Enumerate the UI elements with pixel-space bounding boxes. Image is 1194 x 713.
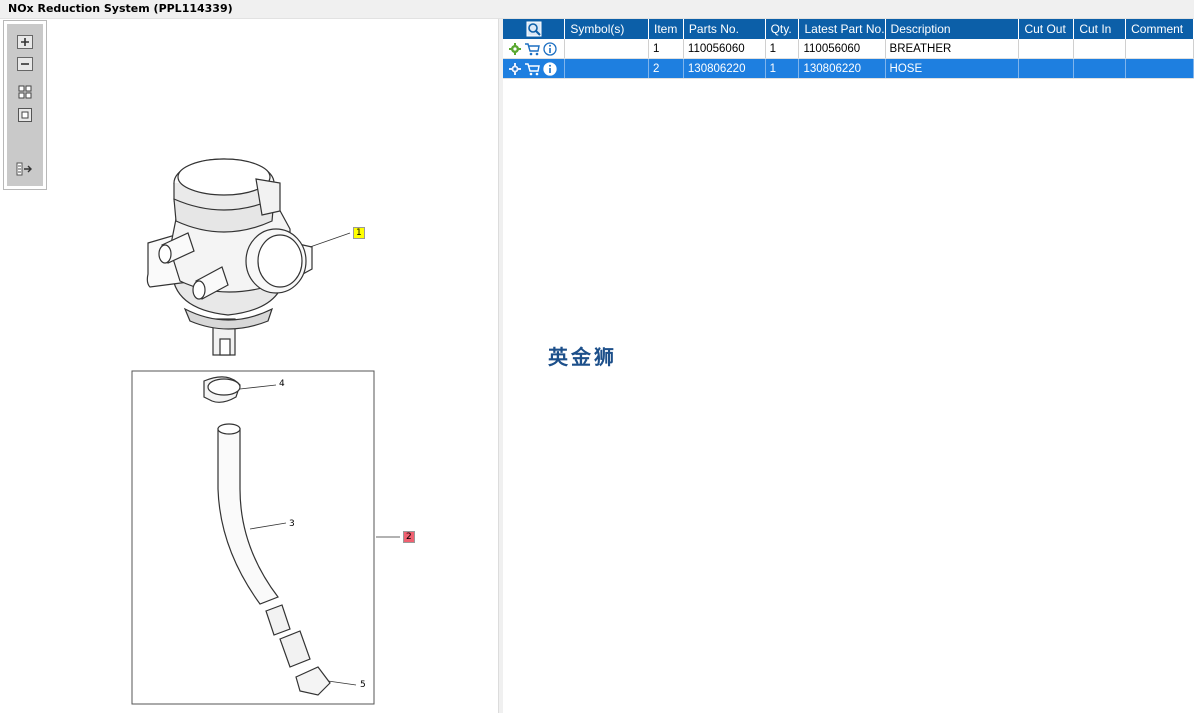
column-header-description[interactable]: Description xyxy=(885,19,1020,39)
cell-comment xyxy=(1125,39,1194,59)
minus-icon xyxy=(17,57,33,71)
gear-icon[interactable] xyxy=(509,42,521,55)
list-export-icon xyxy=(16,162,32,176)
column-header-comment[interactable]: Comment xyxy=(1125,19,1194,39)
cell-qty: 1 xyxy=(765,39,800,59)
parts-illustration[interactable] xyxy=(0,19,498,713)
callout-5[interactable]: 5 xyxy=(360,680,366,690)
zoom-out-button[interactable] xyxy=(16,56,34,72)
cart-icon[interactable] xyxy=(524,62,540,76)
pane-splitter[interactable] xyxy=(498,19,504,713)
cell-description: HOSE xyxy=(885,58,1020,79)
callout-2[interactable]: 2 xyxy=(403,531,415,543)
callout-1[interactable]: 1 xyxy=(353,227,365,239)
cell-cut-out xyxy=(1018,58,1075,79)
zoom-toolbox xyxy=(3,20,47,190)
window-title: NOx Reduction System (PPL114339) xyxy=(8,2,233,15)
cell-parts-no: 130806220 xyxy=(683,58,766,79)
cell-cut-out xyxy=(1018,39,1075,59)
watermark: 英金狮 xyxy=(548,345,617,369)
cell-symbols xyxy=(564,58,649,79)
fit-view-button[interactable] xyxy=(16,84,34,100)
column-header-qty[interactable]: Qty. xyxy=(765,19,800,39)
info-icon[interactable] xyxy=(543,61,557,76)
cell-description: BREATHER xyxy=(885,39,1020,59)
table-row-selected[interactable]: 2 130806220 1 130806220 HOSE xyxy=(503,58,1194,79)
column-header-parts-no[interactable]: Parts No. xyxy=(683,19,766,39)
cell-latest-part-no: 130806220 xyxy=(798,58,886,79)
column-header-symbols[interactable]: Symbol(s) xyxy=(564,19,649,39)
callout-4[interactable]: 4 xyxy=(279,379,285,389)
zoom-in-button[interactable] xyxy=(16,34,34,50)
actual-size-button[interactable] xyxy=(16,107,34,123)
table-row[interactable]: 1 110056060 1 110056060 BREATHER xyxy=(503,39,1194,59)
cell-latest-part-no: 110056060 xyxy=(798,39,886,59)
column-header-cut-out[interactable]: Cut Out xyxy=(1018,19,1075,39)
illustration-pane[interactable]: 1 2 3 4 5 xyxy=(0,19,498,713)
cell-cut-in xyxy=(1073,39,1127,59)
cell-item: 2 xyxy=(648,58,684,79)
grid-icon xyxy=(18,85,32,99)
column-header-latest-part-no[interactable]: Latest Part No. xyxy=(798,19,886,39)
title-bar: NOx Reduction System (PPL114339) xyxy=(0,0,1194,19)
cell-comment xyxy=(1125,58,1194,79)
cell-item: 1 xyxy=(648,39,684,59)
cell-parts-no: 110056060 xyxy=(683,39,766,59)
row-actions xyxy=(503,39,566,59)
callout-3[interactable]: 3 xyxy=(289,519,295,529)
export-list-button[interactable] xyxy=(16,161,34,177)
hose-drawing xyxy=(203,376,400,696)
cart-icon[interactable] xyxy=(524,42,540,56)
gear-icon[interactable] xyxy=(509,62,521,75)
cell-qty: 1 xyxy=(765,58,800,79)
search-icon xyxy=(526,21,542,37)
cell-cut-in xyxy=(1073,58,1127,79)
cell-symbols xyxy=(564,39,649,59)
hose-assembly-frame xyxy=(131,370,375,705)
column-header-cut-in[interactable]: Cut In xyxy=(1073,19,1127,39)
table-header-row: Symbol(s) Item Parts No. Qty. Latest Par… xyxy=(503,19,1194,39)
parts-table: Symbol(s) Item Parts No. Qty. Latest Par… xyxy=(503,19,1194,79)
breather-drawing xyxy=(146,158,351,356)
row-actions xyxy=(503,58,566,79)
parts-list-pane: Symbol(s) Item Parts No. Qty. Latest Par… xyxy=(503,19,1194,713)
info-icon[interactable] xyxy=(543,41,557,56)
plus-icon xyxy=(17,35,33,49)
square-icon xyxy=(18,108,32,122)
column-header-tools[interactable] xyxy=(503,19,566,39)
column-header-item[interactable]: Item xyxy=(648,19,684,39)
